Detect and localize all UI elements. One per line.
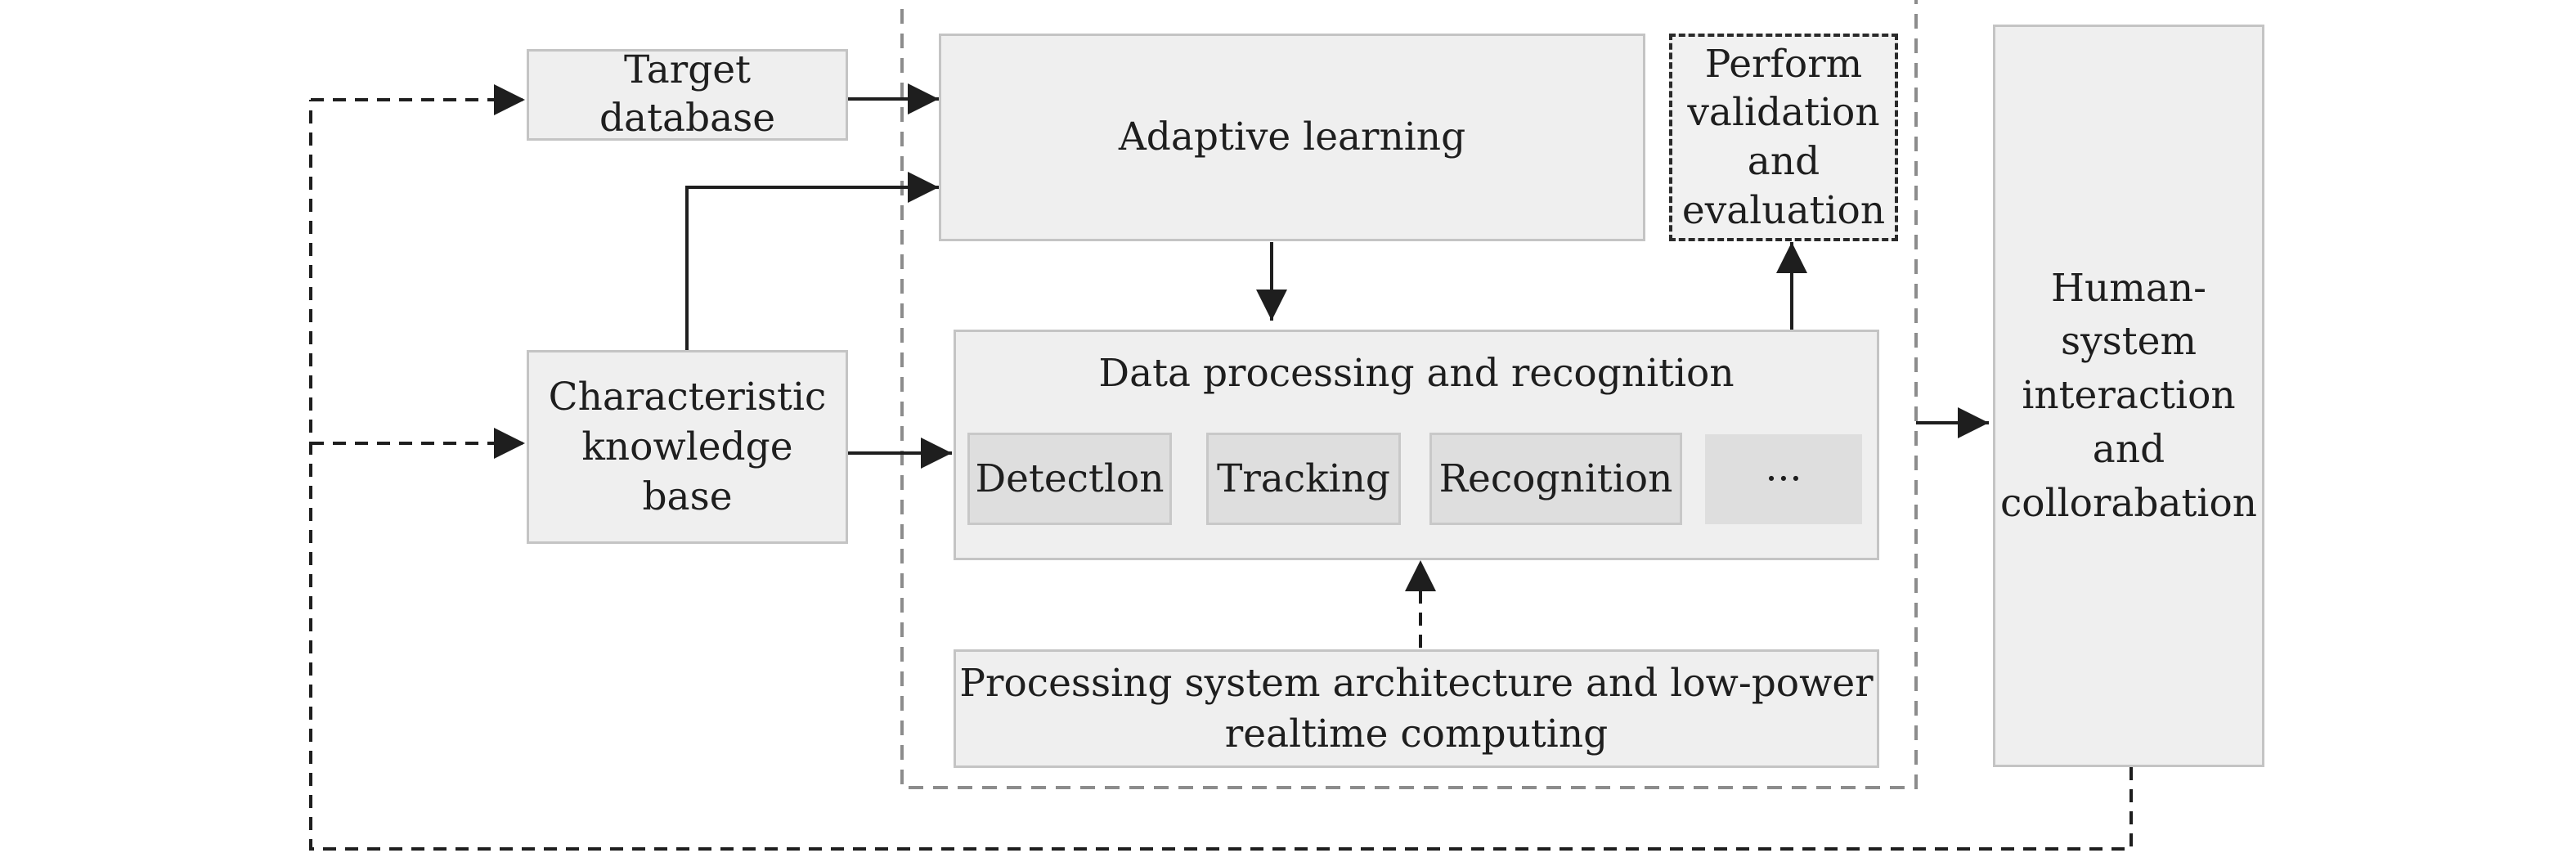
tracking-box: Tracking [1206, 433, 1401, 525]
characteristic-knowledge-base-label: Characteristic knowledge base [548, 374, 827, 520]
target-database-label: Target database [599, 47, 776, 141]
detection-box: Detectlon [967, 433, 1172, 525]
core-frame-dashed [900, 0, 1918, 789]
arrow-knowledge-base-to-adaptive [685, 172, 939, 350]
detection-label: Detectlon [975, 456, 1165, 501]
ellipsis-label: ··· [1765, 456, 1802, 502]
characteristic-knowledge-base-box: Characteristic knowledge base [527, 350, 848, 544]
adaptive-learning-box: Adaptive learning [939, 34, 1645, 241]
data-processing-recognition-title: Data processing and recognition [1098, 351, 1735, 396]
perform-validation-label: Perform validation and evaluation [1681, 41, 1886, 233]
feedback-loop-line [309, 100, 2133, 851]
processing-system-architecture-label: Processing system architecture and low-p… [959, 661, 1874, 756]
processing-system-architecture-box: Processing system architecture and low-p… [954, 649, 1879, 768]
target-database-box: Target database [527, 47, 848, 141]
tracking-label: Tracking [1216, 456, 1391, 501]
recognition-box: Recognition [1429, 433, 1682, 525]
human-system-interaction-label: Human- system interaction and collorabat… [1999, 265, 2258, 526]
adaptive-learning-label: Adaptive learning [1118, 114, 1466, 160]
perform-validation-box: Perform validation and evaluation [1669, 34, 1898, 241]
human-system-interaction-box: Human- system interaction and collorabat… [1993, 25, 2264, 767]
ellipsis-box: ··· [1705, 434, 1862, 524]
recognition-label: Recognition [1438, 456, 1673, 501]
